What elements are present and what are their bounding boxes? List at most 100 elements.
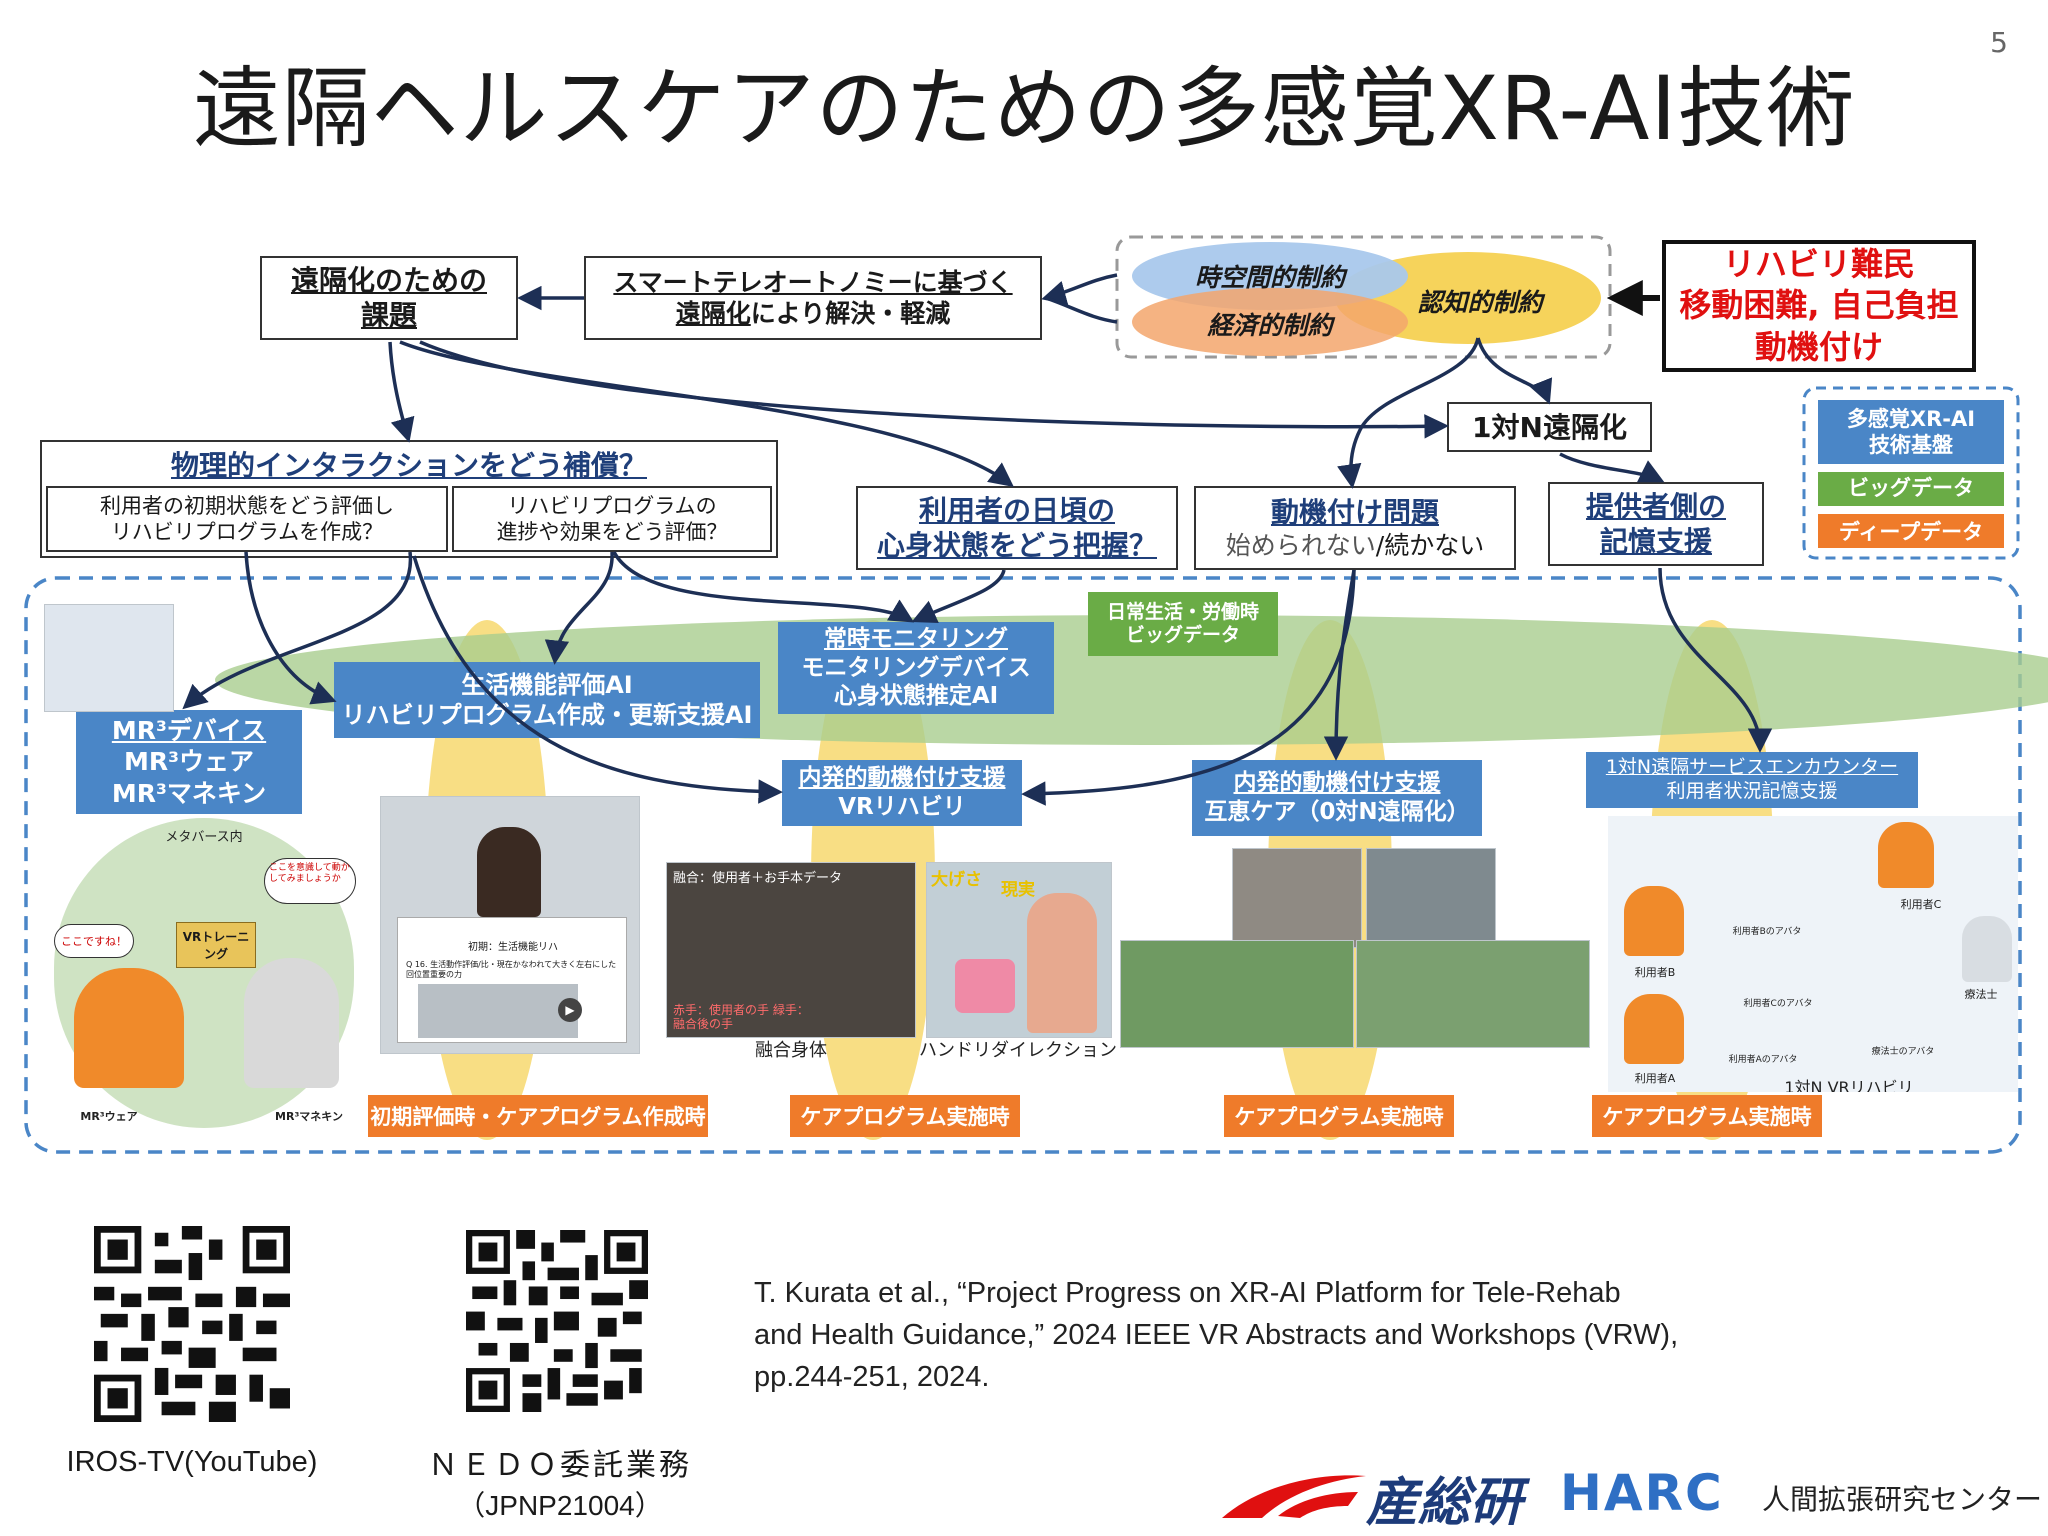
mutual-care-box: 内発的動機付け支援 互恵ケア（0対N遠隔化）	[1192, 760, 1482, 836]
physical-title: 物理的インタラクションをどう補償？	[170, 449, 647, 482]
page-number: 5	[1990, 26, 2008, 59]
smart-line-1: スマートテレオートノミーに基づく	[613, 267, 1013, 297]
virtual-world-screen-1	[1120, 940, 1354, 1048]
vr-user-photo-1	[1232, 848, 1362, 948]
metaverse-label: メタバース内	[165, 830, 243, 845]
genjitsu-label: 現実	[1001, 880, 1035, 900]
cup-object	[955, 959, 1015, 1013]
mutual-line-1: 内発的動機付け支援	[1233, 770, 1441, 797]
mr3-mannequin-figure	[244, 958, 339, 1088]
motivation-continue: /続かない	[1375, 530, 1485, 560]
mr3-mannequin-caption: MR³マネキン	[275, 1110, 343, 1123]
kokodesune-speech: ここですね！	[54, 924, 134, 958]
tasks-line-2: 課題	[360, 299, 417, 332]
motivation-line-2: 始められない/続かない	[1226, 530, 1484, 561]
user-a-figure	[1624, 994, 1684, 1064]
daily-state-box: 利用者の日頃の 心身状態をどう把握？	[856, 486, 1178, 570]
mr3-box: MR³デバイス MR³ウェア MR³マネキン	[76, 710, 302, 814]
memory-line-2: 記憶支援	[1599, 525, 1712, 558]
daily-bigdata-line-2: ビッグデータ	[1125, 624, 1240, 646]
encounter-line-1: 1対N遠隔サービスエンカウンター	[1605, 756, 1899, 779]
tasks-box: 遠隔化のための 課題	[260, 256, 518, 340]
vr-user-photo-2	[1366, 848, 1496, 948]
smart-line-2-keyword: 遠隔化	[675, 299, 751, 328]
tasks-line-1: 遠隔化のための	[290, 264, 487, 297]
mr3-line-2: MR³ウェア	[123, 747, 255, 777]
initial-label: 初期：生活機能リハ	[468, 942, 558, 953]
economic-label: 経済的制約	[1207, 311, 1333, 340]
qr-youtube-caption: IROS-TV(YouTube)	[66, 1446, 318, 1478]
mutual-line-2: 互恵ケア（0対N遠隔化）	[1204, 799, 1470, 825]
motivation-line-1: 動機付け問題	[1270, 495, 1439, 529]
problem-line-2: 移動困難, 自己負担	[1679, 286, 1959, 325]
phase-label-implementation-2: ケアプログラム実施時	[1224, 1095, 1454, 1137]
cognitive-label: 認知的制約	[1417, 288, 1543, 317]
mr3-wear-caption: MR³ウェア	[80, 1110, 138, 1123]
daily-bigdata-box: 日常生活・労働時 ビッグデータ	[1088, 592, 1278, 656]
one-to-n-vr-illustration: 利用者B 利用者A 利用者C 利用者Bのアバタ 利用者Cのアバタ 利用者Aのアバ…	[1608, 816, 2018, 1092]
one-to-n-vr-caption: 1対N VRリハビリ	[1784, 1078, 1914, 1092]
mr3-line-1: MR³デバイス	[111, 716, 267, 746]
motivation-box: 動機付け問題 始められない/続かない	[1194, 486, 1516, 570]
poster-thumbnail	[44, 604, 174, 712]
fusion-body-caption: 融合身体	[755, 1040, 827, 1061]
initial-eval-line-1: 利用者の初期状態をどう評価し	[100, 493, 394, 518]
smart-teleautonomy-box: スマートテレオートノミーに基づく 遠隔化により解決・軽減	[584, 256, 1042, 340]
user-c-figure	[1878, 822, 1934, 888]
user-a-avatar-label: 利用者Aのアバタ	[1728, 1055, 1798, 1065]
life-function-ai-box: 生活機能評価AI リハビリプログラム作成・更新支援AI	[334, 662, 760, 738]
hand-redirection-caption: ハンドリダイレクション	[919, 1040, 1117, 1061]
user-c-avatar-label: 利用者Cのアバタ	[1743, 999, 1813, 1009]
qr-code-nedo[interactable]	[466, 1230, 648, 1412]
legend-bigdata: ビッグデータ	[1818, 472, 2004, 506]
page-title: 遠隔ヘルスケアのための多感覚XR-AI技術	[192, 57, 1856, 160]
main-frame	[24, 576, 2022, 1154]
play-icon[interactable]: ▶	[558, 998, 582, 1022]
therapist-label: 療法士	[1964, 988, 1998, 1001]
phase-label-implementation-3: ケアプログラム実施時	[1592, 1095, 1822, 1137]
woman-avatar-figure	[1027, 893, 1097, 1033]
center-name: 人間拡張研究センター	[1762, 1483, 2043, 1516]
koko-speech: ここを意識して動かしてみましょうか	[264, 858, 356, 904]
smart-line-2: 遠隔化により解決・軽減	[676, 298, 951, 329]
fusion-body-screenshot: 融合：使用者＋お手本データ 赤手：使用者の手 緑手：融合後の手	[666, 862, 916, 1038]
reference-citation: T. Kurata et al., “Project Progress on X…	[754, 1272, 1754, 1398]
fusion-top-label: 融合：使用者＋お手本データ	[673, 871, 843, 886]
phase-label-implementation-1: ケアプログラム実施時	[790, 1095, 1020, 1137]
user-b-avatar-label: 利用者Bのアバタ	[1732, 927, 1802, 937]
qr-nedo-caption-1: ＮＥＤＯ委託業務	[428, 1448, 692, 1483]
user-a-label: 利用者A	[1634, 1072, 1676, 1085]
life-ai-line-2: リハビリプログラム作成・更新支援AI	[341, 701, 753, 729]
progress-eval-line-2: 進捗や効果をどう評価？	[496, 520, 728, 544]
avatar-figure	[477, 827, 541, 917]
oogesa-label: 大げさ	[931, 870, 982, 890]
user-b-label: 利用者B	[1634, 966, 1676, 979]
memory-line-1: 提供者側の	[1585, 490, 1726, 523]
problem-line-3: 動機付け	[1754, 327, 1883, 366]
user-c-label: 利用者C	[1900, 898, 1942, 911]
reference-line-2: and Health Guidance,” 2024 IEEE VR Abstr…	[754, 1319, 1679, 1352]
progress-eval-line-1: リハビリプログラムの	[507, 493, 717, 518]
mr3-wear-figure	[74, 968, 184, 1088]
daily-line-2: 心身状態をどう把握？	[876, 529, 1157, 562]
initial-eval-box: 利用者の初期状態をどう評価し リハビリプログラムを作成？	[46, 486, 448, 552]
therapist-figure	[1962, 916, 2012, 982]
vr-rehab-line-2: VRリハビリ	[838, 794, 966, 820]
legend-deepdata: ディープデータ	[1818, 514, 2004, 548]
vr-evaluation-screenshot: 初期：生活機能リハ Q 16. 生活動作評価/比・現在かなわれて大きく左右にした…	[380, 796, 640, 1054]
mr3-line-3: MR³マネキン	[111, 778, 267, 808]
therapist-avatar-label: 療法士のアバタ	[1871, 1047, 1935, 1057]
spatiotemporal-label: 時空間的制約	[1194, 263, 1345, 292]
monitoring-line-1: 常時モニタリング	[824, 625, 1008, 652]
encounter-line-2: 利用者状況記憶支援	[1666, 780, 1838, 802]
encounter-box: 1対N遠隔サービスエンカウンター 利用者状況記憶支援	[1586, 752, 1918, 808]
vr-rehab-line-1: 内発的動機付け支援	[798, 765, 1006, 792]
question-text: Q 16. 生活動作評価/比・現在かなわれて大きく左右にした回位置重要の力	[406, 960, 617, 979]
qr-code-youtube[interactable]	[94, 1226, 290, 1422]
legend-platform: 多感覚XR-AI 技術基盤	[1818, 400, 2004, 464]
qr-nedo-caption-2: （JPNP21004）	[457, 1490, 663, 1521]
video-thumbnail	[418, 984, 578, 1038]
legend-frame	[1802, 386, 2020, 560]
memory-support-box: 提供者側の 記憶支援	[1548, 482, 1764, 566]
fusion-hand-label: 赤手：使用者の手 緑手：融合後の手	[673, 1003, 809, 1032]
